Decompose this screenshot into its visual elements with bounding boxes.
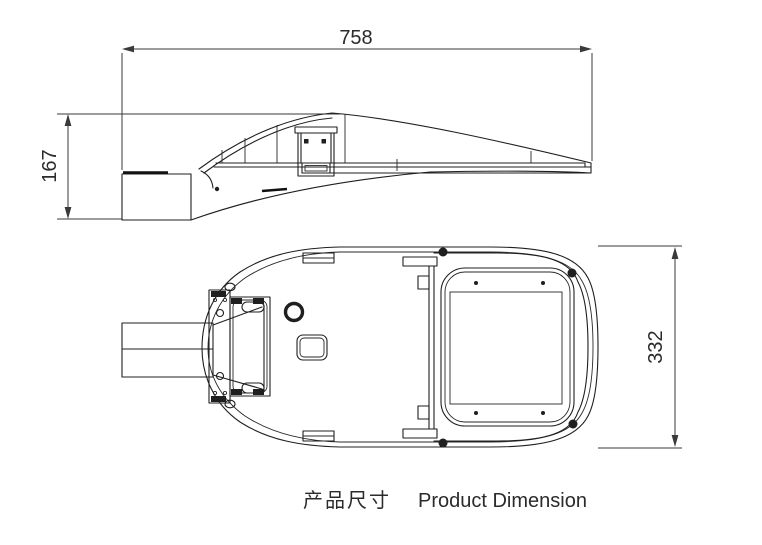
cover-outer-boundary xyxy=(433,252,589,442)
cover-screw-3 xyxy=(568,419,578,429)
dim-length-value: 758 xyxy=(339,27,372,49)
dim-height-arrow-top xyxy=(64,114,72,126)
mounting-arm-top xyxy=(121,322,214,378)
photocell-hole xyxy=(283,301,305,323)
access-port-outer xyxy=(296,334,328,361)
lens-rail-lines xyxy=(213,162,592,174)
window-screw-2 xyxy=(541,281,545,285)
clip-top-bar xyxy=(294,126,338,134)
dim-height-arrow-bottom xyxy=(64,207,72,219)
dim-length-arrow-right xyxy=(580,45,592,53)
housing-top-curve xyxy=(198,112,592,174)
access-port-inner xyxy=(299,337,325,358)
cover-screw-1 xyxy=(438,247,448,257)
shell-fin-lines xyxy=(221,114,532,171)
dim-height-value: 167 xyxy=(39,149,61,182)
latch-clip-side xyxy=(294,126,338,177)
hinge-mouth-arc xyxy=(200,170,214,189)
top-view: 332 xyxy=(121,245,682,449)
dim-height: 167 xyxy=(39,113,340,220)
caption-chinese: 产品尺寸 xyxy=(303,490,391,512)
cable-hole-bottom xyxy=(224,399,236,409)
bracket-assembly xyxy=(208,289,271,404)
clip-screw-right xyxy=(321,139,326,144)
top-profile xyxy=(121,246,599,448)
cover-screw-2 xyxy=(567,268,577,278)
side-view: 758 167 xyxy=(39,27,593,221)
dim-length-extension-lines xyxy=(121,53,593,170)
bracket-screw-blocks xyxy=(211,291,264,402)
clip-body-lines xyxy=(297,132,335,177)
dim-width: 332 xyxy=(598,245,682,449)
bracket-door-inner xyxy=(232,299,268,394)
cover-latch-bottom xyxy=(417,405,430,420)
housing-belly-line xyxy=(190,170,592,221)
dim-width-extension-lines xyxy=(598,245,682,449)
clamp-pin-4 xyxy=(222,390,228,396)
cover-step-bottom xyxy=(402,428,438,439)
hinge-pin-dot xyxy=(214,186,220,192)
clamp-pin-1 xyxy=(212,297,218,303)
caption: 产品尺寸 Product Dimension xyxy=(303,484,587,513)
dim-width-value: 332 xyxy=(645,330,667,363)
edge-tabs xyxy=(302,252,335,442)
cover-step-top xyxy=(402,256,438,267)
bracket-door xyxy=(229,296,271,397)
tail-end-cap xyxy=(584,162,592,174)
mounting-arm-side xyxy=(121,173,192,221)
dim-length: 758 xyxy=(121,27,593,170)
clamp-pin-2 xyxy=(222,297,228,303)
cable-hole-top xyxy=(224,282,236,292)
dim-width-arrow-top xyxy=(671,247,679,259)
gasket-dash xyxy=(261,187,288,193)
window-screw-1 xyxy=(474,281,478,285)
clip-latch-outer xyxy=(301,162,331,174)
caption-english: Product Dimension xyxy=(418,490,587,512)
body-outline-outer xyxy=(201,246,599,448)
clamp-pin-3 xyxy=(212,390,218,396)
body-outline-inner xyxy=(207,251,594,443)
window-screw-3 xyxy=(474,411,478,415)
dim-length-arrow-left xyxy=(122,45,134,53)
dim-width-arrow-bottom xyxy=(671,435,679,447)
cover-ring-outer xyxy=(440,267,575,427)
clamp-plate xyxy=(208,289,231,404)
window-screw-4 xyxy=(541,411,545,415)
clamp-bolt-top xyxy=(215,308,225,318)
clip-screw-left xyxy=(304,139,309,144)
cover-latch-top xyxy=(417,275,430,290)
cover-ring-inner xyxy=(444,271,571,423)
clamp-bolt-bottom xyxy=(215,371,225,381)
side-profile xyxy=(121,112,592,221)
driver-cover xyxy=(402,247,589,448)
dim-height-extension-lines xyxy=(57,113,340,220)
cover-left-edge xyxy=(428,265,435,430)
clip-latch-inner xyxy=(304,165,328,172)
cover-window xyxy=(449,291,563,405)
arm-flare-lines xyxy=(212,304,265,392)
cover-screw-4 xyxy=(438,438,448,448)
access-port xyxy=(296,334,328,361)
